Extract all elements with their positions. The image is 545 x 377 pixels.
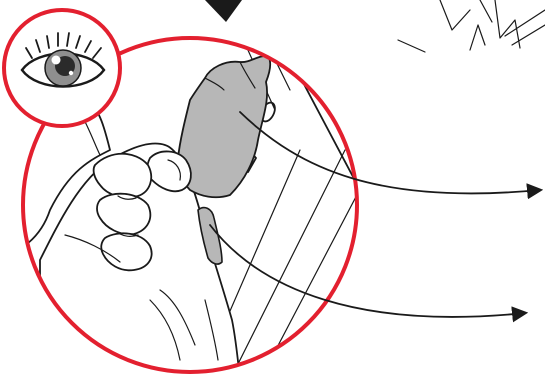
- down-arrow-indicator: [205, 0, 242, 22]
- callout-arrow-upper: [240, 112, 540, 193]
- eye-badge: [4, 10, 120, 126]
- background-sketch: [398, 0, 545, 52]
- callout-arrow-lower: [210, 225, 525, 317]
